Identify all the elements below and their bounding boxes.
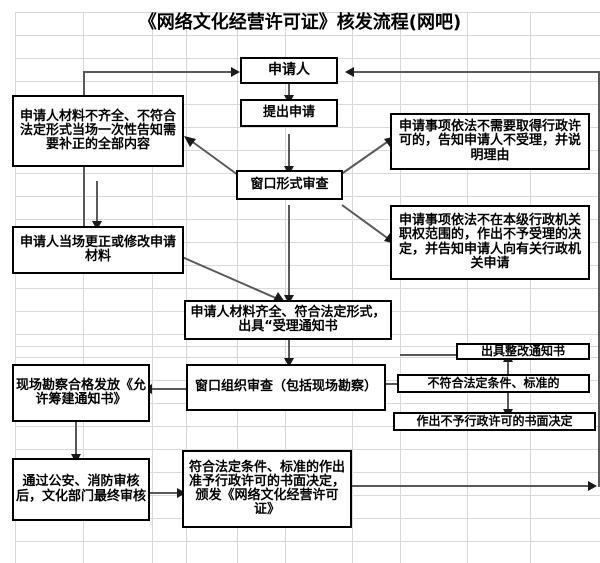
node-final-review[interactable]: 通过公安、消防审核后，文化部门最终审核 bbox=[12, 458, 150, 521]
node-not-conform-standard[interactable]: 不符合法定条件、标准的 bbox=[397, 374, 590, 393]
node-rectification-notice[interactable]: 出具整改通知书 bbox=[456, 343, 590, 360]
connector-right-return-h bbox=[352, 71, 600, 73]
connector-grant-return-h bbox=[350, 485, 592, 487]
gridline-horizontal-9 bbox=[15, 219, 600, 220]
gridline-vertical-3 bbox=[186, 12, 187, 563]
gridline-vertical-4 bbox=[237, 12, 238, 563]
connector-form-review-to-accept bbox=[288, 205, 290, 301]
gridline-horizontal-1 bbox=[15, 35, 600, 36]
connector-correct-to-applicant-h bbox=[83, 71, 233, 73]
gridline-vertical-5 bbox=[285, 12, 286, 563]
arrowhead-correct-to-applicant bbox=[231, 67, 240, 77]
gridline-horizontal-12 bbox=[15, 288, 600, 289]
connector-notconform-to-refusal bbox=[507, 393, 509, 413]
gridline-horizontal-15 bbox=[15, 346, 600, 347]
connector-survey-to-final bbox=[75, 422, 77, 458]
arrowhead-grant-return bbox=[588, 481, 597, 491]
gridline-vertical-8 bbox=[467, 12, 468, 563]
connector-final-to-grant bbox=[150, 492, 182, 494]
arrowhead-final-to-grant bbox=[177, 488, 186, 498]
page-title: 《网络文化经营许可证》核发流程(网吧) bbox=[138, 12, 462, 33]
gridline-horizontal-0 bbox=[15, 12, 600, 13]
node-applicant[interactable]: 申请人 bbox=[240, 57, 338, 84]
connector-notconform-to-rectify bbox=[507, 358, 509, 374]
gridline-vertical-2 bbox=[152, 12, 153, 563]
gridline-horizontal-10 bbox=[15, 242, 600, 243]
gridline-horizontal-20 bbox=[15, 449, 600, 450]
connector-submit-to-form-review bbox=[288, 134, 290, 170]
node-written-refusal[interactable]: 作出不予行政许可的书面决定 bbox=[393, 412, 596, 431]
arrowhead-accept-to-organize bbox=[284, 358, 294, 367]
connector-applicant-to-submit bbox=[288, 82, 290, 99]
node-applicant-correct-materials[interactable]: 申请人当场更正或修改申请材料 bbox=[12, 226, 184, 274]
node-site-survey-pass[interactable]: 现场勘察合格发放《允许筹建通知书》 bbox=[12, 364, 150, 422]
node-window-form-review[interactable]: 窗口形式审查 bbox=[236, 170, 343, 200]
node-grant-license[interactable]: 符合法定条件、标准的作出准予行政许可的书面决定，颁发《网络文化经营许可证》 bbox=[182, 450, 352, 528]
gridline-horizontal-19 bbox=[15, 426, 600, 427]
connector-incomplete-to-correct bbox=[96, 181, 98, 226]
gridline-vertical-1 bbox=[83, 12, 84, 563]
node-submit-application[interactable]: 提出申请 bbox=[240, 99, 338, 127]
arrowhead-incomplete-to-correct bbox=[92, 221, 102, 230]
gridline-vertical-0 bbox=[15, 12, 16, 563]
node-accept-notice[interactable]: 申请人材料齐全、符合法定形式，出具“受理通知书 bbox=[184, 300, 392, 340]
gridline-horizontal-24 bbox=[15, 541, 600, 542]
node-not-in-jurisdiction[interactable]: 申请事项依法不在本级行政机关职权范围的，作出不予受理的决定，并告知申请人向有关行… bbox=[390, 205, 590, 280]
gridline-horizontal-11 bbox=[15, 265, 600, 266]
gridline-vertical-7 bbox=[400, 12, 401, 563]
arrowhead-form-review-to-accept bbox=[284, 295, 294, 304]
connector-organize-to-survey bbox=[150, 388, 190, 390]
gridline-horizontal-16 bbox=[15, 357, 600, 358]
connector-rectify-feedback bbox=[400, 354, 458, 356]
gridline-vertical-6 bbox=[352, 12, 353, 563]
gridline-horizontal-6 bbox=[15, 150, 600, 151]
arrowhead-right-return bbox=[345, 67, 354, 77]
node-incomplete-materials-notice[interactable]: 申请人材料不齐全、不符合法定形式当场一次性告知需要补正的全部内容 bbox=[12, 95, 184, 167]
node-window-organize-review[interactable]: 窗口组织审查（包括现场勘察） bbox=[186, 364, 386, 411]
connector-accept-to-organize bbox=[288, 338, 290, 362]
node-no-permit-needed[interactable]: 申请事项依法不需要取得行政许可的，告知申请人不受理，并说明理由 bbox=[390, 113, 590, 170]
gridline-horizontal-5 bbox=[15, 127, 600, 128]
connector-grant-return-v bbox=[598, 71, 600, 487]
gridline-vertical-9 bbox=[530, 12, 531, 563]
